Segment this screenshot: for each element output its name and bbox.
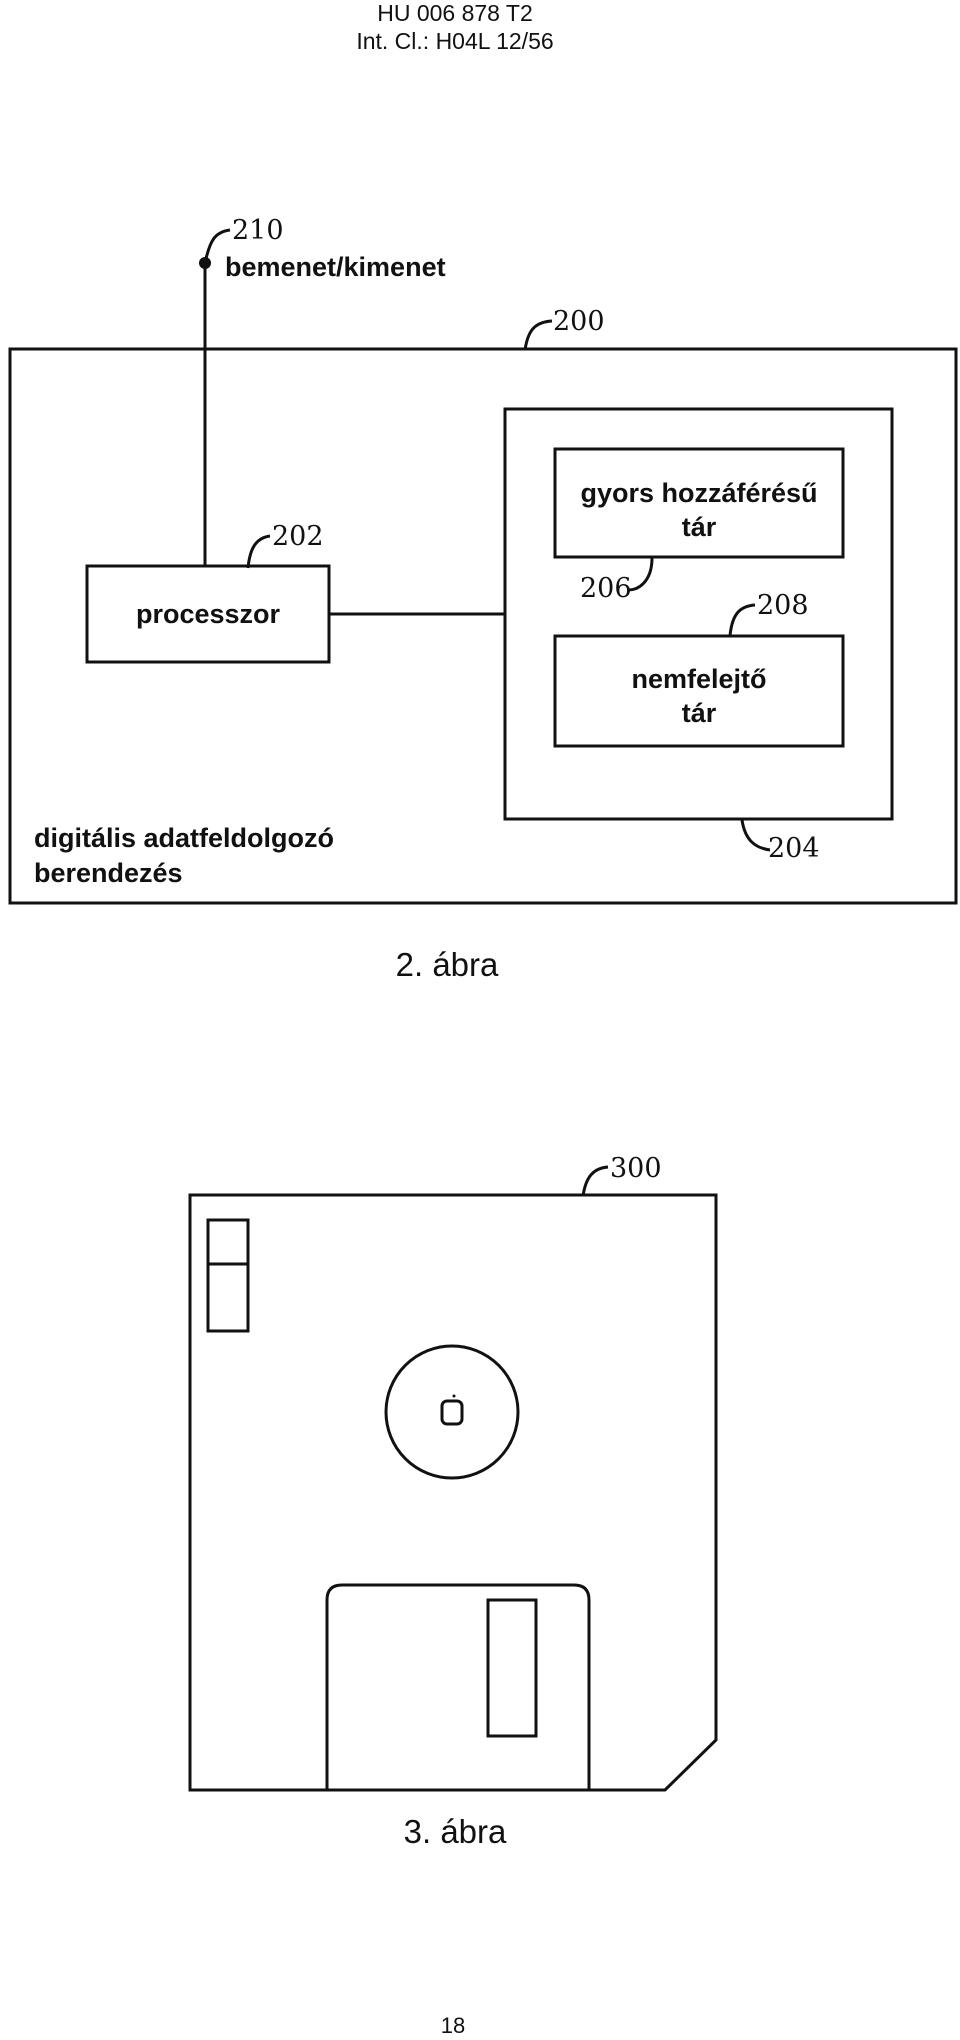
hub-marker-dot (452, 1394, 456, 1398)
ram-label-line1: gyors hozzáférésű (580, 478, 817, 508)
memory-box (503, 407, 894, 821)
ref-202: 202 (272, 521, 324, 552)
disk-outline (188, 1193, 718, 1792)
patent-number: HU 006 878 T2 (377, 0, 533, 26)
page-number: 18 (441, 2013, 465, 2038)
ref-208: 208 (757, 590, 809, 621)
disk-hub (384, 1344, 520, 1480)
device-leader (523, 319, 553, 351)
disk-leader (581, 1165, 609, 1197)
ref-204: 204 (768, 833, 820, 864)
ram-box (553, 447, 845, 559)
device-label-line1: digitális adatfeldolgozó (34, 823, 334, 853)
ref-206: 206 (580, 573, 632, 604)
processor-leader (246, 534, 271, 569)
io-terminal-dot (199, 257, 211, 269)
classification: Int. Cl.: H04L 12/56 (356, 28, 554, 54)
nvm-label-line2: tár (682, 698, 717, 728)
ram-leader (627, 557, 654, 592)
nvm-label-line1: nemfelejtő (631, 664, 766, 694)
ram-label-line2: tár (682, 512, 717, 542)
figure2-caption: 2. ábra (396, 946, 499, 983)
shutter-window (486, 1598, 538, 1738)
memory-leader (740, 819, 771, 852)
shutter (325, 1583, 591, 1790)
nvm-box (553, 634, 845, 748)
processor-label: processzor (136, 599, 281, 629)
device-label-line2: berendezés (34, 858, 183, 888)
ref-200: 200 (553, 306, 605, 337)
ref-210: 210 (232, 215, 284, 246)
device-box (8, 347, 958, 905)
hub-spindle (440, 1399, 464, 1426)
figure3-caption: 3. ábra (404, 1813, 507, 1850)
ref-300: 300 (610, 1153, 662, 1184)
io-label: bemenet/kimenet (225, 252, 446, 282)
nvm-leader (728, 603, 756, 637)
write-protect-tab (206, 1218, 250, 1333)
